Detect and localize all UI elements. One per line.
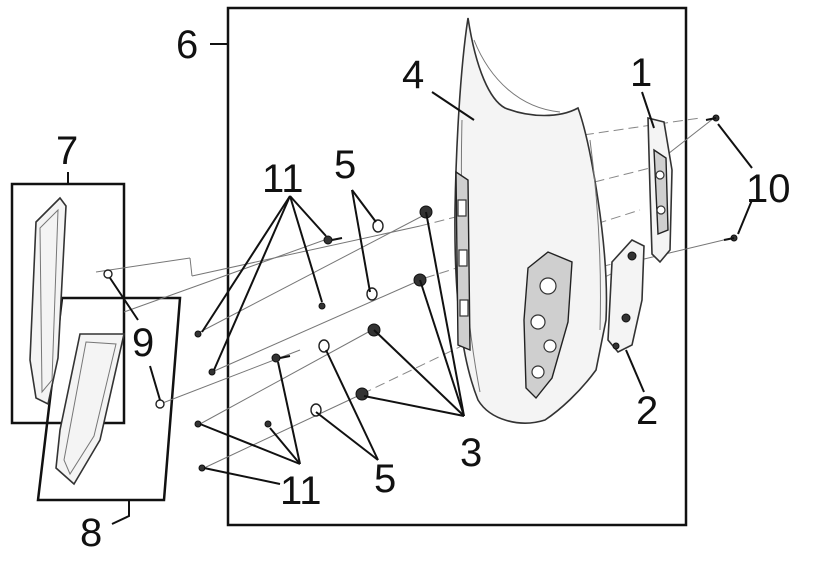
assembly-frame xyxy=(226,6,688,527)
subassembly-frame-8 xyxy=(36,296,182,502)
callout-9: 9 xyxy=(132,321,154,365)
side-trim-panel xyxy=(647,116,673,264)
screws xyxy=(194,235,343,472)
callout-5-top: 5 xyxy=(334,143,356,187)
callout-10: 10 xyxy=(746,167,791,211)
callout-leaders xyxy=(109,91,753,485)
front-body-panel xyxy=(454,17,608,424)
callout-8: 8 xyxy=(80,511,102,555)
clip-lower xyxy=(155,399,165,409)
reflector-panel-lower xyxy=(55,333,126,486)
callout-11-top: 11 xyxy=(262,157,304,201)
callout-4: 4 xyxy=(402,53,424,97)
side-screws xyxy=(705,114,738,242)
washers xyxy=(310,219,384,417)
callout-2: 2 xyxy=(636,389,658,433)
callout-11-bottom: 11 xyxy=(280,469,322,513)
callout-3: 3 xyxy=(460,431,482,475)
callout-8-leader xyxy=(111,500,130,525)
mounting-bracket xyxy=(607,239,645,353)
clip-upper xyxy=(103,269,113,279)
callout-5-bottom: 5 xyxy=(374,457,396,501)
callout-6: 6 xyxy=(176,23,198,67)
callout-1: 1 xyxy=(630,51,652,95)
callout-7: 7 xyxy=(56,129,78,173)
reflector-panel-upper xyxy=(29,196,67,406)
